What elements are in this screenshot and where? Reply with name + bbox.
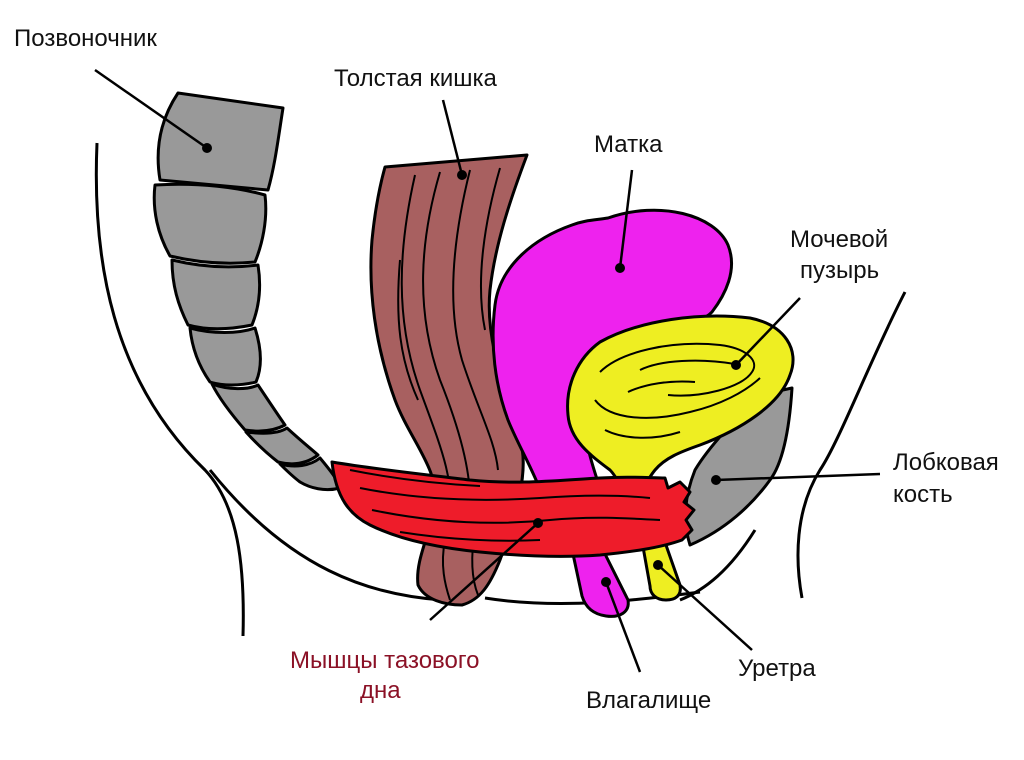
- pelvic-floor-band: [330, 460, 696, 558]
- vertebra-coccyx-1: [210, 382, 287, 433]
- leader-pubic: [715, 472, 881, 482]
- leader-bladder: [735, 297, 801, 366]
- pubic-bone: [684, 386, 794, 547]
- label-pelvic-floor-line2: дна: [360, 677, 401, 704]
- dot-colon: [457, 170, 467, 180]
- vagina-canal: [568, 537, 630, 618]
- vertebra-coccyx-2: [244, 426, 320, 466]
- dot-bladder: [731, 360, 741, 370]
- leader-lines: [94, 68, 881, 673]
- vertebra-lumbar: [156, 91, 285, 192]
- dot-pubic: [711, 475, 721, 485]
- pelvic-floor-muscles: [330, 460, 696, 558]
- leader-urethra: [657, 564, 753, 651]
- bladder-folds: [594, 342, 761, 439]
- label-colon: Толстая кишка: [334, 65, 498, 92]
- leader-dots: [202, 143, 741, 587]
- vertebra-sacral-1: [152, 182, 268, 265]
- leader-colon: [441, 99, 464, 176]
- leader-pelvic-floor: [429, 522, 539, 621]
- vertebra-sacral-2: [170, 258, 262, 331]
- pelvic-floor-fibers: [349, 469, 661, 542]
- label-uterus: Матка: [594, 131, 663, 158]
- dot-spine: [202, 143, 212, 153]
- back-outline: [94, 142, 245, 637]
- groin-outline: [679, 529, 757, 602]
- dot-uterus: [615, 263, 625, 273]
- label-urethra: Уретра: [738, 655, 816, 682]
- label-pelvic-floor-line1: Мышцы тазового: [290, 647, 479, 674]
- vertebra-sacral-3: [188, 326, 262, 387]
- label-pubic-line2: кость: [893, 481, 953, 508]
- abdomen-outline: [796, 291, 907, 599]
- perineum-outline: [208, 469, 443, 602]
- dot-pelvic-floor: [533, 518, 543, 528]
- dot-vagina: [601, 577, 611, 587]
- label-pubic-line1: Лобковая: [893, 449, 999, 476]
- dot-urethra: [653, 560, 663, 570]
- label-bladder-line1: Мочевой: [790, 226, 888, 253]
- labels: Позвоночник Толстая кишка Матка Мочевой …: [14, 25, 999, 714]
- leader-spine: [94, 68, 208, 150]
- label-bladder-line2: пузырь: [800, 257, 879, 284]
- label-vagina: Влагалище: [586, 687, 711, 714]
- leader-uterus: [618, 169, 634, 269]
- label-spine: Позвоночник: [14, 25, 157, 52]
- leader-vagina: [604, 581, 642, 673]
- spine: [152, 91, 342, 492]
